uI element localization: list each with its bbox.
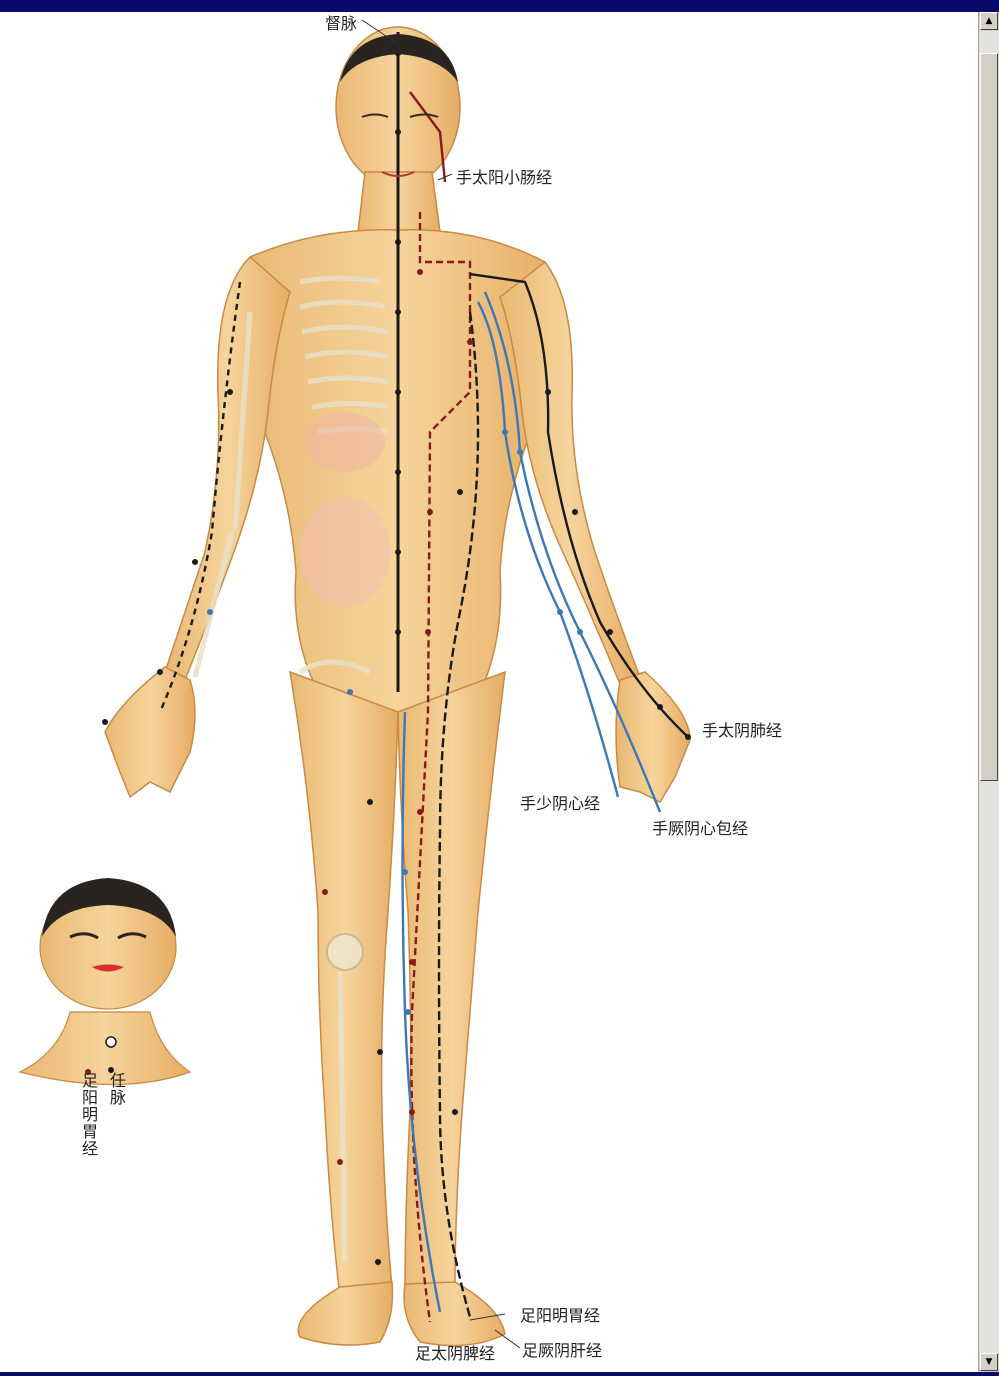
foot-left bbox=[298, 1282, 392, 1345]
label-pericardium-meridian: 手厥阴心包经 bbox=[652, 815, 748, 839]
hand-right bbox=[616, 672, 690, 802]
label-liver-meridian: 足厥阴肝经 bbox=[522, 1337, 602, 1361]
arm-left bbox=[165, 257, 290, 680]
label-stomach-meridian: 足阳明胃经 bbox=[520, 1302, 600, 1326]
arm-right bbox=[500, 262, 640, 684]
image-viewport: 督脉 手太阳小肠经 手太阴肺经 手少阴心经 手厥阴心包经 足阳明胃经 足太阴脾经… bbox=[0, 12, 978, 1372]
label-inset-ren-mai: 任脉 bbox=[104, 1072, 128, 1106]
scrollbar-thumb[interactable] bbox=[980, 53, 998, 781]
hand-left bbox=[105, 667, 195, 797]
label-du-mai: 督脉 bbox=[325, 12, 357, 34]
vertical-scrollbar[interactable]: ▲ ▼ bbox=[978, 12, 999, 1372]
label-small-intestine-meridian: 手太阳小肠经 bbox=[456, 164, 552, 188]
arrow-down-icon: ▼ bbox=[981, 1354, 997, 1370]
scrollbar-track[interactable] bbox=[979, 31, 999, 1353]
label-spleen-meridian: 足太阴脾经 bbox=[415, 1340, 495, 1364]
inset-neck-view bbox=[20, 878, 190, 1085]
window-top-bar bbox=[0, 0, 999, 12]
label-inset-stomach-meridian: 足阳明胃经 bbox=[76, 1072, 100, 1157]
label-lung-meridian: 手太阴肺经 bbox=[702, 717, 782, 741]
foot-right bbox=[404, 1282, 505, 1346]
label-heart-meridian: 手少阴心经 bbox=[520, 790, 600, 814]
window-bottom-bar bbox=[0, 1372, 999, 1376]
scroll-up-button[interactable]: ▲ bbox=[980, 12, 998, 30]
meridian-figure bbox=[0, 12, 978, 1372]
arrow-up-icon: ▲ bbox=[981, 13, 997, 29]
scroll-down-button[interactable]: ▼ bbox=[980, 1353, 998, 1371]
